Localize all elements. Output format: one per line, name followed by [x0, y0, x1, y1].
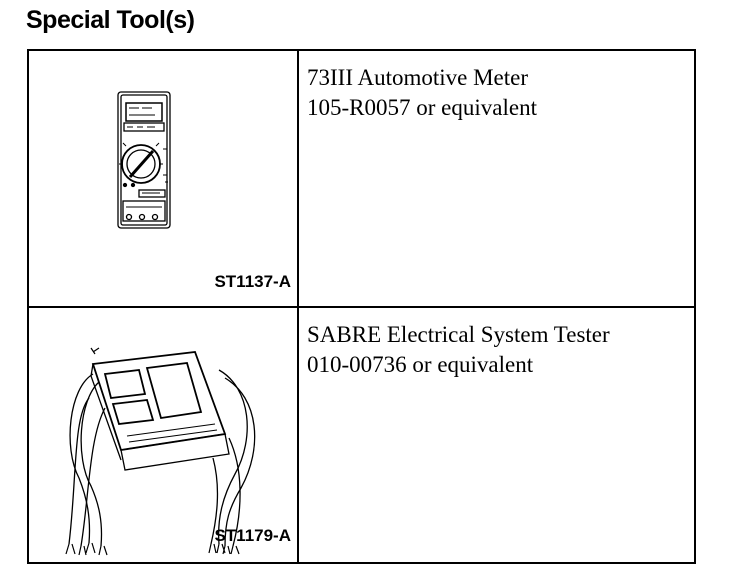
- page-title: Special Tool(s): [26, 6, 195, 34]
- system-tester-icon: [65, 347, 256, 556]
- tool-row: ST1137-A 73III Automotive Meter 105-R005…: [29, 51, 694, 308]
- tool-part-number: 010-00736 or equivalent: [307, 352, 534, 377]
- tool-image-cell: ST1137-A: [29, 51, 299, 306]
- tool-description: SABRE Electrical System Tester 010-00736…: [299, 308, 694, 562]
- tool-description: 73III Automotive Meter 105-R0057 or equi…: [299, 51, 694, 306]
- tool-part-number: 105-R0057 or equivalent: [307, 95, 537, 120]
- tool-code: ST1137-A: [214, 272, 291, 291]
- tool-row: ST1179-A SABRE Electrical System Tester …: [29, 308, 694, 562]
- tool-image-cell: ST1179-A: [29, 308, 299, 562]
- tool-code: ST1179-A: [214, 526, 291, 545]
- special-tools-table: ST1137-A 73III Automotive Meter 105-R005…: [27, 49, 696, 564]
- tool-name: 73III Automotive Meter: [307, 65, 529, 90]
- tool-name: SABRE Electrical System Tester: [307, 322, 610, 347]
- multimeter-icon: [117, 91, 171, 229]
